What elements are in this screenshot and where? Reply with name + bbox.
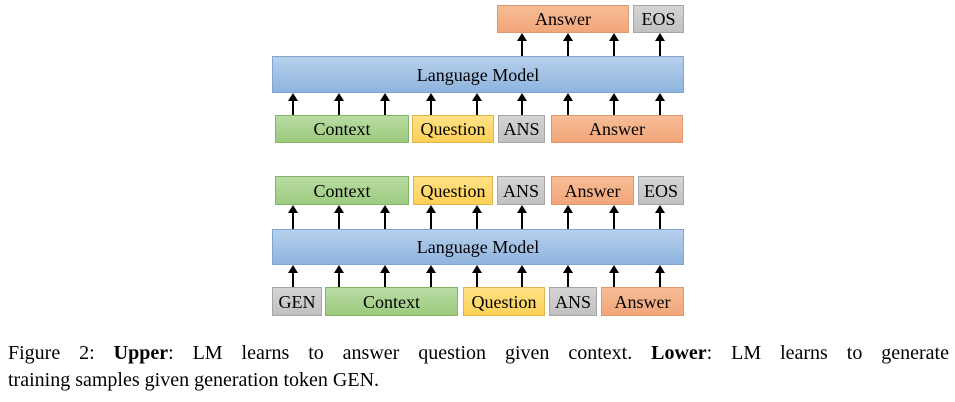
token-box-ans: ANS (498, 115, 545, 143)
arrow-row (0, 265, 955, 287)
language-model-bar: Language Model (272, 229, 684, 265)
token-box-question: Question (412, 115, 494, 143)
caption-line-2: training samples given generation token … (8, 369, 380, 391)
token-box-answer: Answer (551, 176, 634, 205)
token-box-answer: Answer (497, 5, 629, 33)
caption-line-1: Figure 2: Upper: LM learns to answer que… (8, 340, 949, 367)
token-box-answer: Answer (601, 287, 684, 316)
token-box-gen: GEN (272, 287, 322, 316)
language-model-bar: Language Model (272, 56, 684, 93)
token-box-answer: Answer (551, 115, 683, 143)
token-box-eos: EOS (638, 176, 684, 205)
token-box-context: Context (275, 176, 409, 205)
token-box-ans: ANS (497, 176, 545, 205)
figure-caption: Figure 2: Upper: LM learns to answer que… (8, 340, 949, 394)
arrow-row (0, 93, 955, 115)
token-box-ans: ANS (549, 287, 597, 316)
arrow-row (0, 205, 955, 229)
token-box-question: Question (463, 287, 545, 316)
caption-upper-label: Upper (113, 342, 169, 364)
token-box-context: Context (325, 287, 458, 316)
caption-lower-text: : LM learns to generate (706, 342, 949, 364)
token-box-eos: EOS (633, 5, 684, 33)
caption-upper-text: : LM learns to answer question given con… (168, 342, 652, 364)
arrow-row (0, 33, 955, 56)
caption-prefix: Figure 2: (8, 342, 114, 364)
caption-lower-label: Lower (651, 342, 707, 364)
token-box-context: Context (275, 115, 409, 143)
token-box-question: Question (413, 176, 493, 205)
